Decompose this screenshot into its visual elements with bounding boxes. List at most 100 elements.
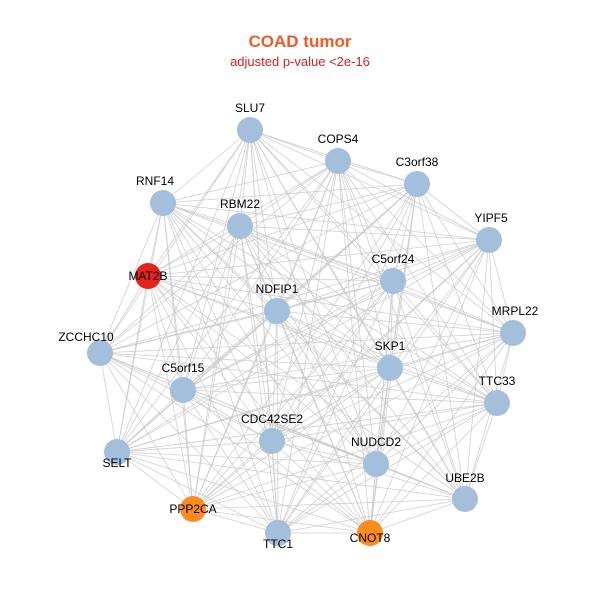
graph-edge: [277, 183, 418, 534]
graph-edge: [116, 451, 194, 510]
graph-node-SLU7: [237, 117, 263, 143]
graph-edge: [464, 239, 490, 500]
graph-node-label-C5orf24: C5orf24: [372, 252, 415, 266]
graph-edge: [271, 310, 278, 442]
graph-edge: [147, 275, 184, 391]
graph-edge: [271, 440, 371, 534]
graph-edge: [192, 367, 391, 510]
graph-edge: [369, 402, 498, 534]
graph-edge: [369, 332, 514, 534]
graph-edge: [249, 129, 394, 282]
graph-edge: [369, 239, 490, 534]
graph-edge: [116, 440, 273, 453]
graph-edge: [147, 239, 490, 277]
graph-node-label-RNF14: RNF14: [136, 174, 174, 188]
edges-layer: [99, 129, 514, 534]
graph-edge: [182, 129, 251, 391]
graph-edge: [337, 160, 418, 185]
graph-edge: [99, 352, 371, 534]
graph-node-RNF14: [150, 190, 176, 216]
graph-edge: [182, 367, 391, 391]
graph-edge: [249, 129, 498, 404]
graph-edge: [192, 498, 466, 510]
graph-edge: [337, 160, 394, 282]
plot-subtitle: adjusted p-value <2e-16: [230, 54, 370, 69]
graph-edge: [116, 367, 391, 453]
graph-edge: [116, 332, 514, 453]
graph-edge: [147, 275, 371, 534]
graph-edge: [271, 402, 498, 442]
graph-edge: [99, 352, 118, 453]
graph-node-label-PPP2CA: PPP2CA: [169, 502, 216, 516]
graph-edge: [162, 183, 418, 204]
graph-edge: [276, 310, 371, 534]
graph-edge: [147, 275, 514, 334]
graph-node-TTC1: [265, 520, 291, 546]
graph-edge: [147, 275, 377, 465]
graph-node-label-MRPL22: MRPL22: [492, 304, 539, 318]
graph-node-YIPF5: [476, 227, 502, 253]
graph-edge: [116, 451, 466, 500]
graph-node-label-NUDCD2: NUDCD2: [351, 435, 401, 449]
graph-edge: [162, 202, 194, 510]
graph-edge: [147, 183, 418, 277]
graph-edge: [99, 352, 184, 391]
graph-node-MAT2B: [135, 263, 161, 289]
graph-edge: [239, 225, 514, 334]
graph-node-label-SELT: SELT: [102, 456, 132, 470]
graph-edge: [271, 332, 514, 442]
graph-edge: [182, 332, 514, 391]
graph-edge: [488, 239, 514, 334]
graph-edge: [375, 402, 498, 465]
graph-edge: [182, 160, 339, 391]
graph-node-PPP2CA: [180, 496, 206, 522]
graph-edge: [99, 352, 194, 510]
graph-edge: [392, 280, 498, 404]
graph-edge: [147, 275, 391, 369]
labels-layer: SLU7COPS4C3orf38RNF14RBM22YIPF5MAT2BC5or…: [58, 101, 538, 551]
graph-node-MRPL22: [500, 320, 526, 346]
graph-edge: [116, 451, 377, 465]
graph-edge: [239, 225, 466, 500]
graph-edge: [271, 440, 279, 534]
graph-node-NDFIP1: [264, 298, 290, 324]
graph-node-label-COPS4: COPS4: [318, 132, 359, 146]
graph-edge: [337, 160, 466, 500]
graph-edge: [192, 332, 514, 510]
graph-edge: [249, 129, 371, 534]
graph-node-TTC33: [484, 390, 510, 416]
graph-edge: [271, 367, 391, 442]
graph-edge: [162, 202, 394, 282]
graph-edge: [249, 129, 339, 162]
graph-node-ZCCHC10: [87, 340, 113, 366]
graph-edge: [99, 202, 164, 354]
graph-node-label-SLU7: SLU7: [235, 101, 265, 115]
graph-node-C5orf15: [170, 377, 196, 403]
graph-edge: [116, 239, 490, 453]
graph-edge: [337, 160, 498, 404]
graph-edge: [192, 440, 273, 510]
graph-node-C3orf38: [404, 171, 430, 197]
graph-edge: [337, 160, 490, 241]
graph-edge: [147, 275, 498, 404]
graph-node-label-C3orf38: C3orf38: [396, 155, 439, 169]
graph-node-label-YIPF5: YIPF5: [474, 211, 508, 225]
graph-edge: [162, 202, 466, 500]
graph-edge: [249, 129, 514, 334]
graph-edge: [392, 280, 514, 334]
graph-edge: [392, 280, 466, 500]
graph-edge: [99, 280, 394, 354]
graph-edge: [389, 367, 466, 500]
graph-node-label-SKP1: SKP1: [375, 339, 406, 353]
graph-edge: [162, 202, 377, 465]
graph-edge: [162, 202, 514, 334]
graph-edge: [192, 183, 418, 510]
graph-node-RBM22: [227, 213, 253, 239]
graph-node-label-MAT2B: MAT2B: [128, 269, 167, 283]
graph-edge: [464, 332, 514, 500]
graph-edge: [271, 440, 377, 465]
graph-edge: [116, 275, 149, 453]
graph-edge: [375, 332, 514, 465]
graph-edge: [162, 202, 371, 534]
